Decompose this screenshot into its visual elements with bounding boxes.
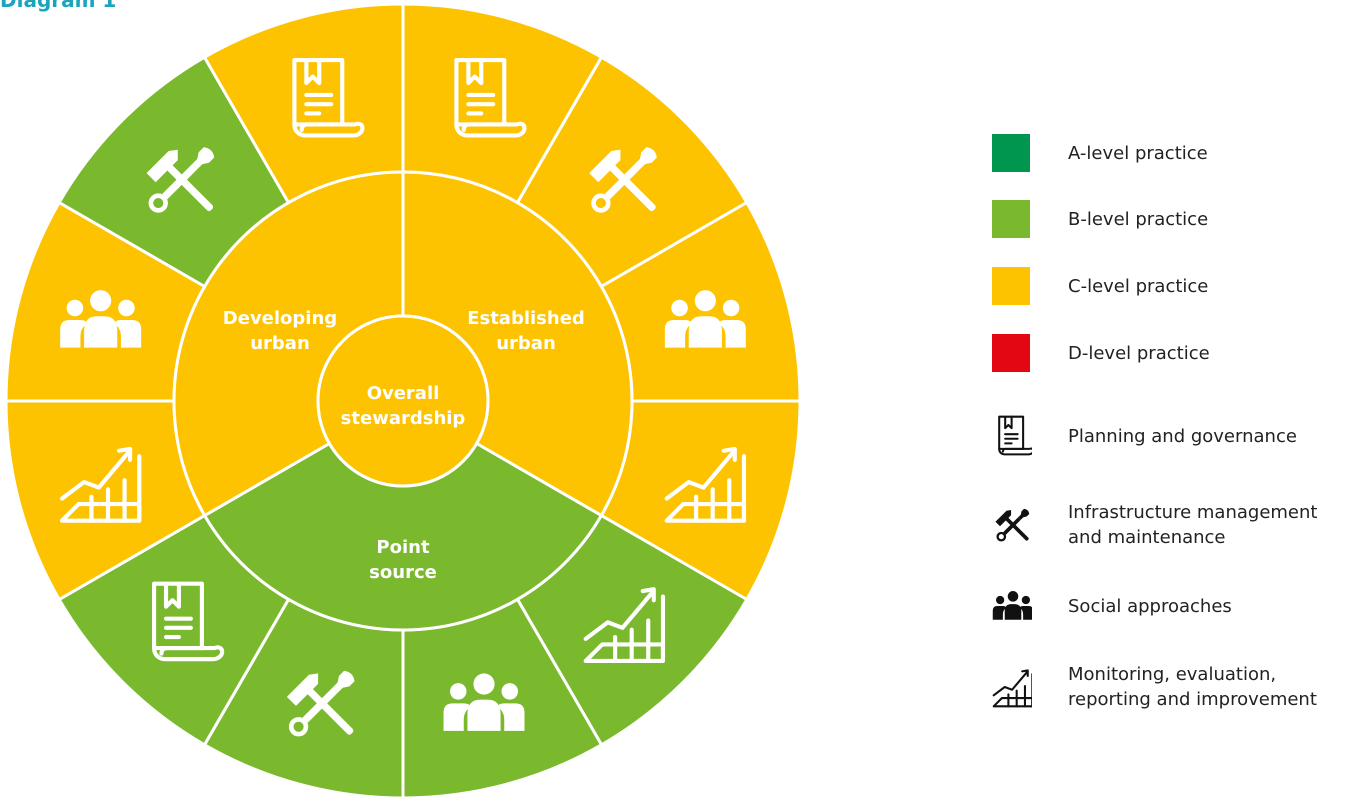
planning-governance-icon [998, 415, 1032, 456]
legend-swatch-d [992, 334, 1030, 372]
legend-label: Monitoring, evaluation, reporting and im… [1068, 664, 1317, 710]
center-circle [316, 314, 490, 488]
middle-label-1-line1: Established [467, 308, 585, 329]
legend-item-d-level: D-level practice [990, 332, 1210, 374]
middle-label-2-line1: Point [376, 537, 430, 558]
monitoring-improvement-icon [992, 669, 1032, 708]
middle-label-3-line1: Developing [223, 308, 337, 329]
legend-swatch-c [992, 267, 1030, 305]
legend-label: B-level practice [1068, 208, 1209, 230]
legend-item-c-level: C-level practice [990, 265, 1208, 307]
legend-item-b-level: B-level practice [990, 198, 1208, 240]
legend-label: D-level practice [1068, 342, 1210, 364]
center-label-line2: stewardship [341, 408, 466, 429]
legend-swatch-a [992, 134, 1030, 172]
legend-item-infrastructure-maintenance: Infrastructure management and maintenanc… [990, 500, 1317, 550]
infrastructure-maintenance-icon [994, 506, 1032, 548]
legend-label: Infrastructure management and maintenanc… [1068, 502, 1318, 548]
legend-item-planning-governance: Planning and governance [990, 415, 1297, 457]
legend-swatch-b [992, 200, 1030, 238]
center-label-line1: Overall [367, 383, 440, 404]
legend-label: A-level practice [1068, 142, 1208, 164]
legend-item-social-approaches: Social approaches [990, 585, 1232, 627]
middle-label-1-line2: urban [496, 333, 556, 354]
legend-label: Planning and governance [1068, 425, 1297, 447]
legend-label: Social approaches [1068, 595, 1232, 617]
middle-label-3-line2: urban [250, 333, 310, 354]
social-approaches-icon [992, 591, 1032, 620]
legend-item-monitoring-improvement: Monitoring, evaluation, reporting and im… [990, 662, 1317, 712]
legend-label: C-level practice [1068, 275, 1209, 297]
middle-label-2-line2: source [369, 562, 437, 583]
legend-item-a-level: A-level practice [990, 132, 1208, 174]
page-title: Diagram 1 [0, 0, 117, 12]
